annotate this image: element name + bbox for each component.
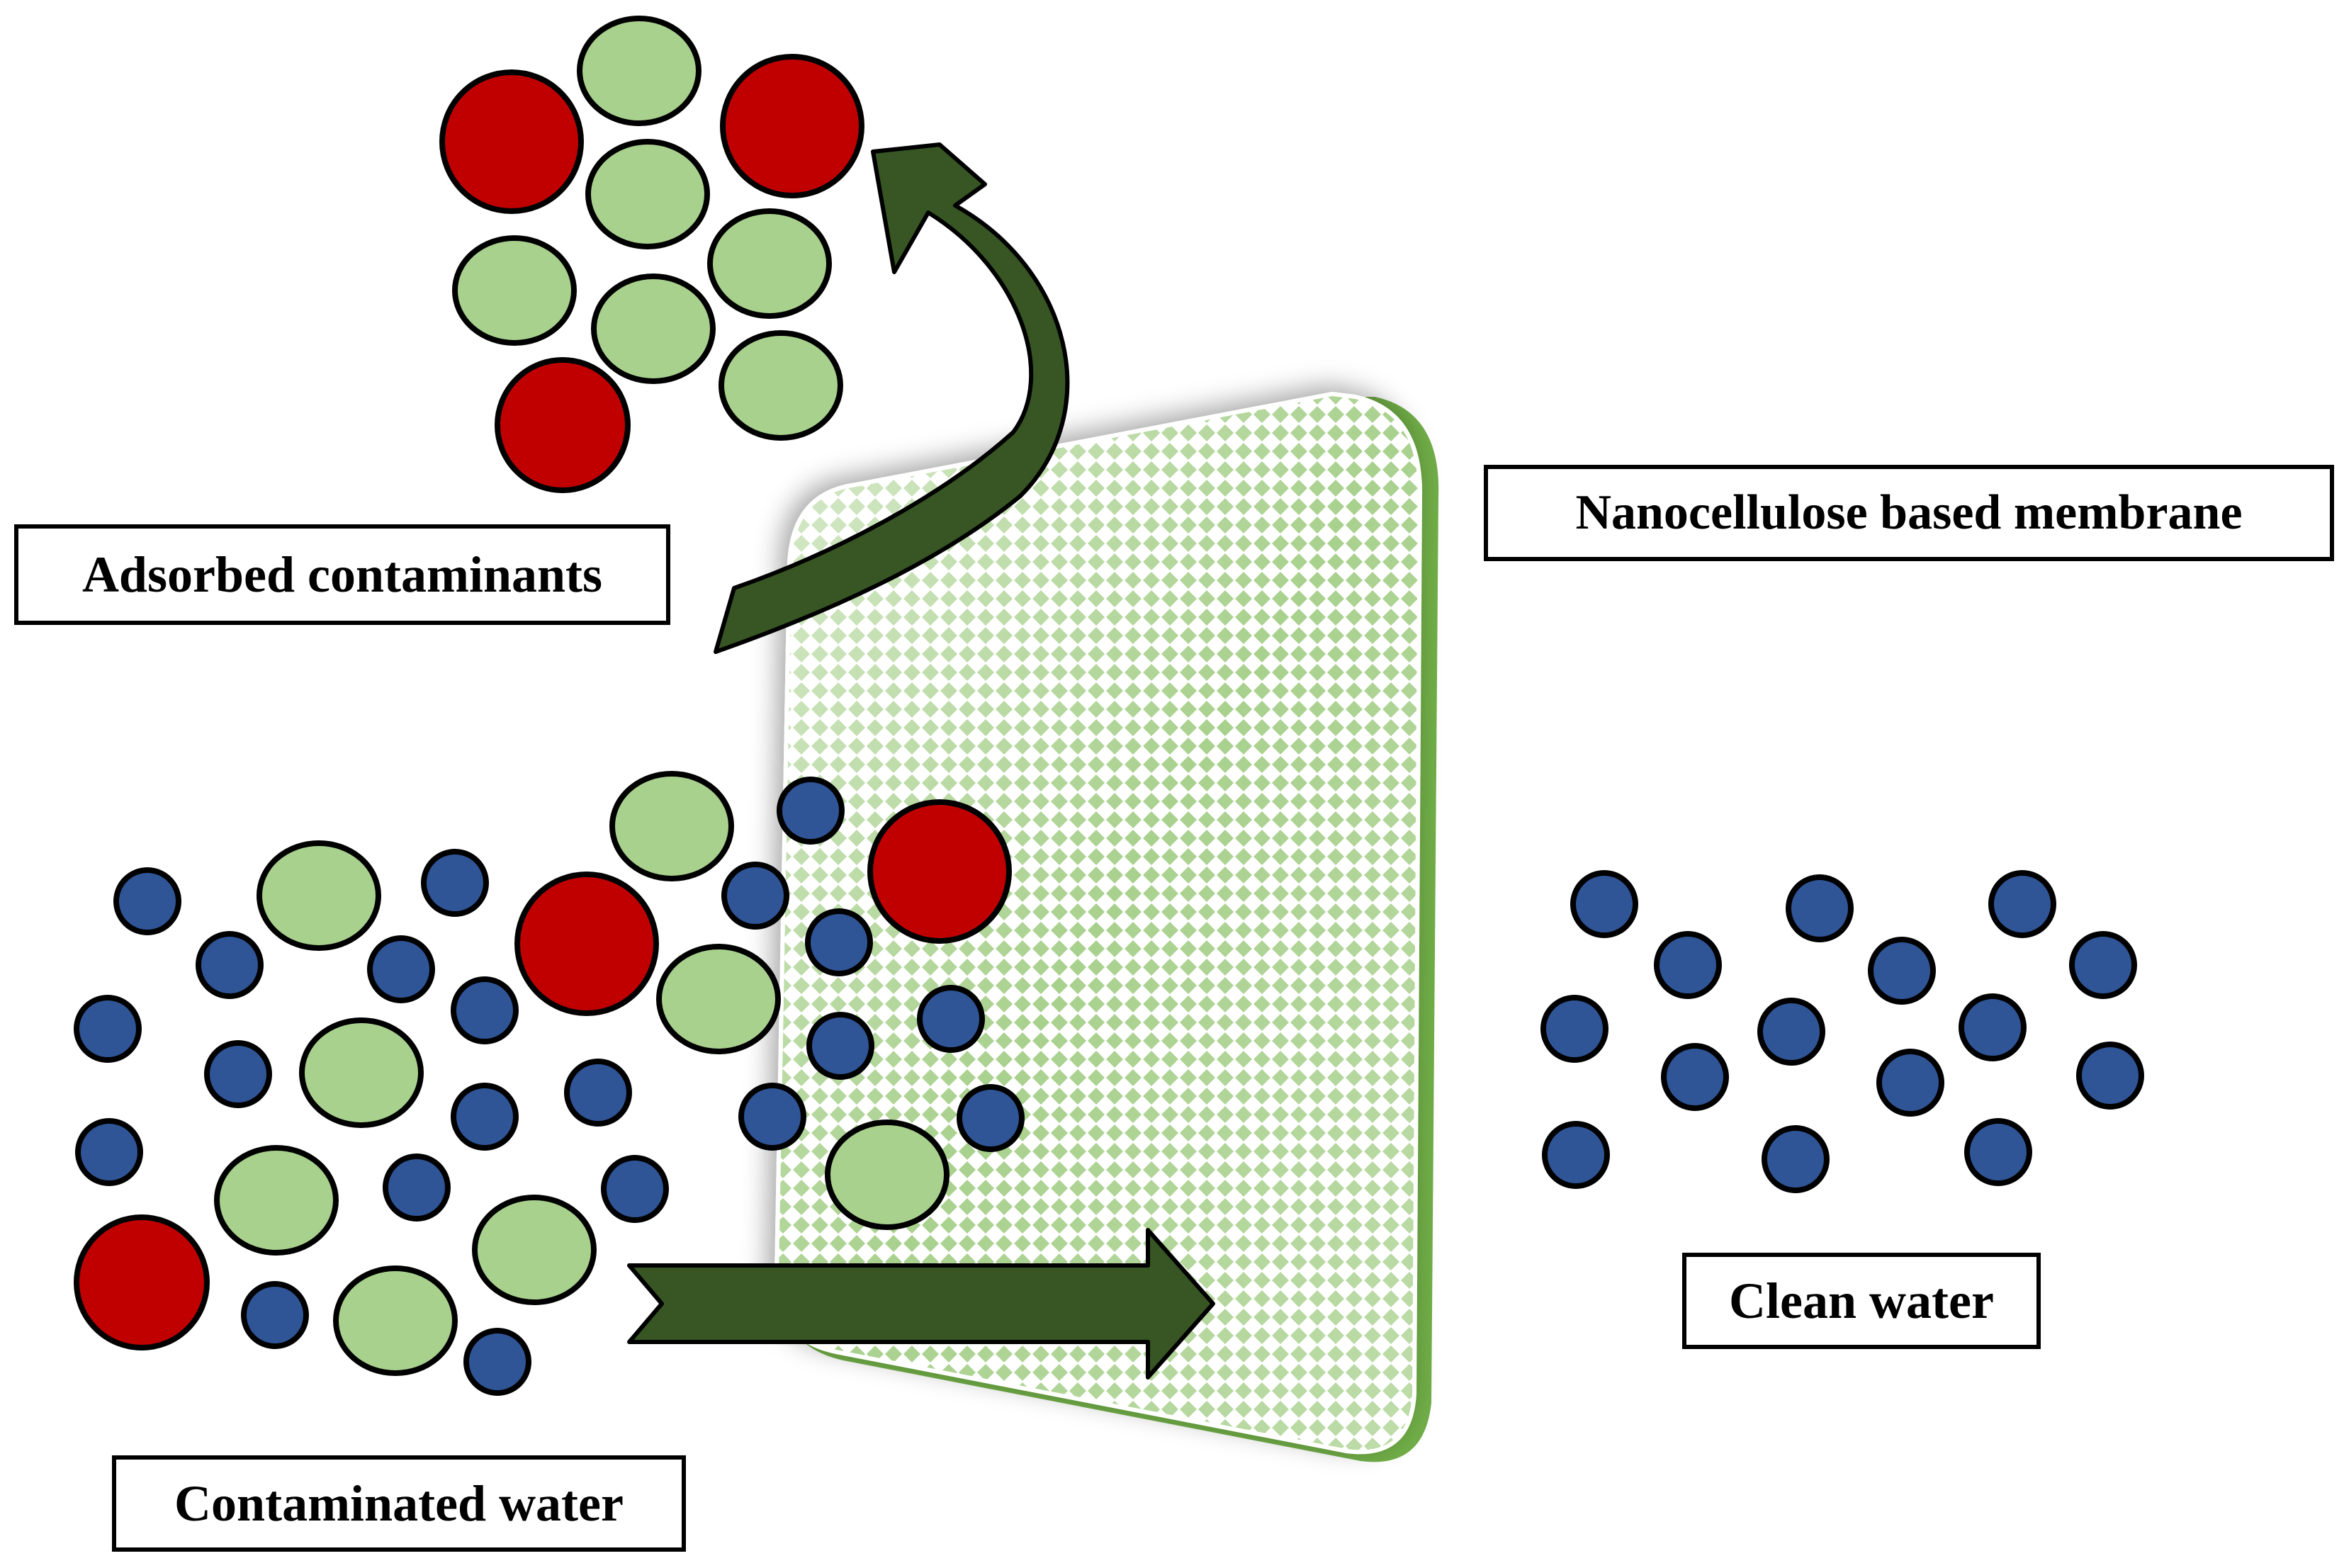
water-molecule [421, 849, 489, 917]
flow-straight-arrow [627, 1228, 1215, 1380]
adsorption-curved-arrow [714, 142, 1070, 654]
red-particle [439, 69, 584, 214]
water-molecule [1570, 870, 1638, 938]
green-particle [719, 330, 843, 441]
green-particle [577, 16, 701, 126]
water-molecule [1868, 937, 1936, 1005]
green-particle [299, 1017, 424, 1128]
water-molecule [1959, 993, 2027, 1061]
water-molecule [2069, 931, 2137, 999]
green-particle [452, 235, 577, 346]
water-molecule [241, 1281, 309, 1349]
green-particle [707, 208, 832, 319]
green-particle [472, 1195, 597, 1305]
green-particle [656, 944, 781, 1054]
water-molecule [1661, 1043, 1729, 1111]
water-molecule [196, 931, 264, 999]
water-molecule [113, 867, 181, 935]
water-molecule [1762, 1125, 1830, 1193]
red-particle [514, 872, 659, 1016]
water-molecule [367, 935, 435, 1003]
water-molecule [2076, 1042, 2144, 1110]
clean-water-label: Clean water [1682, 1253, 2041, 1349]
contaminated-water-mixture [74, 771, 1025, 1396]
water-molecule [75, 1118, 143, 1186]
red-particle [74, 1214, 210, 1350]
water-molecule [806, 1012, 874, 1080]
green-particle [585, 139, 710, 249]
water-molecule [1540, 995, 1608, 1063]
water-molecule [1876, 1049, 1944, 1117]
water-molecule [738, 1083, 806, 1151]
red-particle [495, 357, 631, 493]
adsorbed-contaminant-cluster [439, 16, 864, 493]
water-molecule [601, 1155, 669, 1223]
water-molecule [74, 995, 142, 1063]
water-molecule [805, 908, 873, 976]
water-molecule [1786, 874, 1854, 942]
water-molecule [1988, 870, 2056, 938]
water-molecule [1542, 1121, 1610, 1189]
water-molecule [564, 1059, 632, 1127]
water-molecule [917, 985, 985, 1053]
green-particle [825, 1119, 950, 1230]
clean-water-group [1540, 870, 2144, 1193]
water-molecule [451, 976, 519, 1044]
green-particle [609, 771, 734, 881]
water-molecule [777, 777, 845, 845]
water-molecule [383, 1154, 451, 1222]
red-particle [720, 54, 864, 198]
green-particle [333, 1265, 458, 1376]
water-molecule [957, 1084, 1025, 1152]
water-molecule [463, 1328, 531, 1396]
water-molecule [451, 1083, 519, 1151]
water-molecule [1757, 998, 1825, 1066]
membrane-label: Nanocellulose based membrane [1484, 465, 2334, 561]
contaminated-water-label: Contaminated water [112, 1455, 686, 1552]
water-molecule [204, 1040, 272, 1108]
water-molecule [1964, 1118, 2032, 1186]
green-particle [214, 1145, 339, 1256]
green-particle [591, 273, 716, 384]
water-molecule [1654, 931, 1722, 999]
adsorbed-contaminants-label: Adsorbed contaminants [14, 524, 670, 625]
red-particle [867, 799, 1012, 944]
green-particle [257, 840, 381, 951]
water-molecule [721, 862, 789, 930]
